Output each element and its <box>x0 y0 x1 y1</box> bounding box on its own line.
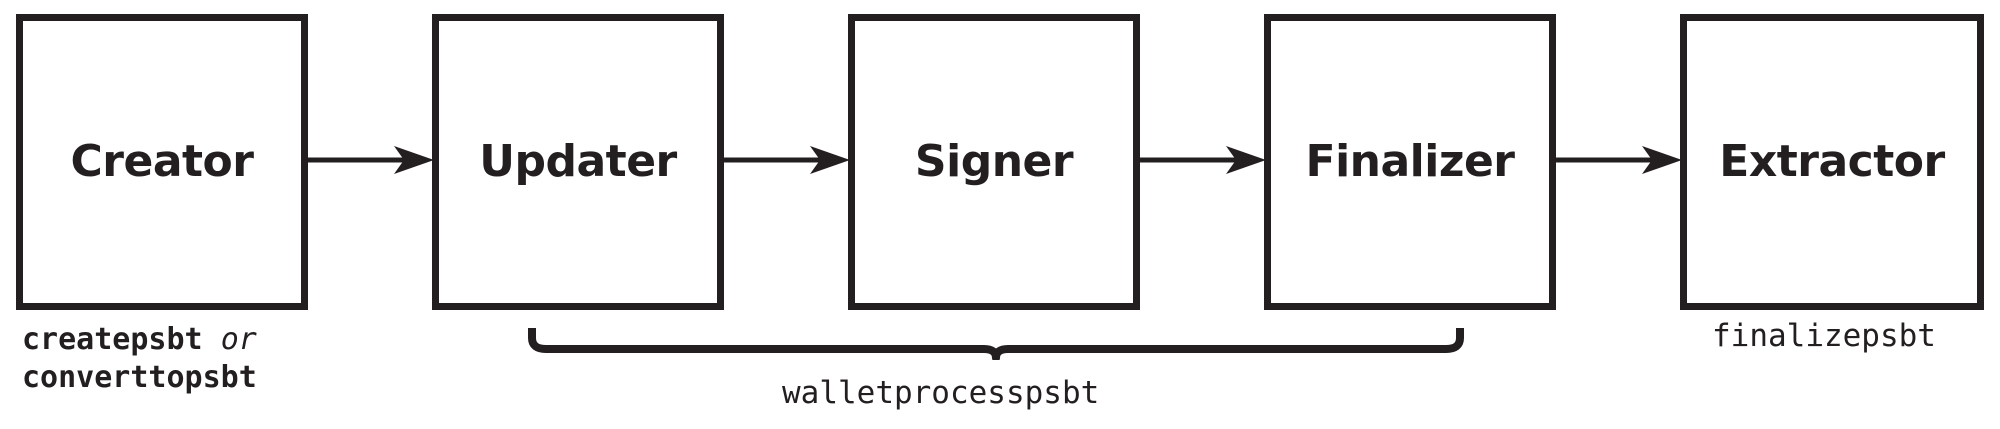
process-box-finalizer[interactable]: Finalizer <box>1264 14 1556 310</box>
process-box-signer[interactable]: Signer <box>848 14 1140 310</box>
arrow-finalizer-to-extractor <box>1556 140 1682 180</box>
process-box-signer-label: Signer <box>914 136 1074 187</box>
arrow-signer-to-finalizer <box>1140 140 1266 180</box>
creator-command-createpsbt: createpsbt <box>22 322 203 357</box>
process-box-extractor[interactable]: Extractor <box>1680 14 1984 310</box>
caption-walletprocesspsbt: walletprocesspsbt <box>782 378 1099 409</box>
process-box-creator-label: Creator <box>70 136 254 187</box>
caption-creator-commands: createpsbt or converttopsbt <box>22 321 257 397</box>
brace-command-walletprocesspsbt: walletprocesspsbt <box>782 375 1100 411</box>
creator-command-conjunction: or <box>220 322 257 357</box>
process-box-finalizer-label: Finalizer <box>1305 136 1515 187</box>
arrow-updater-to-signer <box>724 140 850 180</box>
process-box-creator[interactable]: Creator <box>16 14 308 310</box>
caption-finalizepsbt: finalizepsbt <box>1712 321 1936 352</box>
process-box-updater-label: Updater <box>479 136 677 187</box>
creator-command-converttopsbt: converttopsbt <box>22 360 257 396</box>
grouping-brace-walletprocesspsbt <box>528 326 1464 360</box>
process-box-extractor-label: Extractor <box>1719 136 1945 187</box>
caption-creator-line2: converttopsbt <box>22 359 257 397</box>
extractor-command-finalizepsbt: finalizepsbt <box>1712 318 1936 354</box>
arrow-creator-to-updater <box>308 140 434 180</box>
process-box-updater[interactable]: Updater <box>432 14 724 310</box>
caption-creator-line1: createpsbt or <box>22 321 257 359</box>
